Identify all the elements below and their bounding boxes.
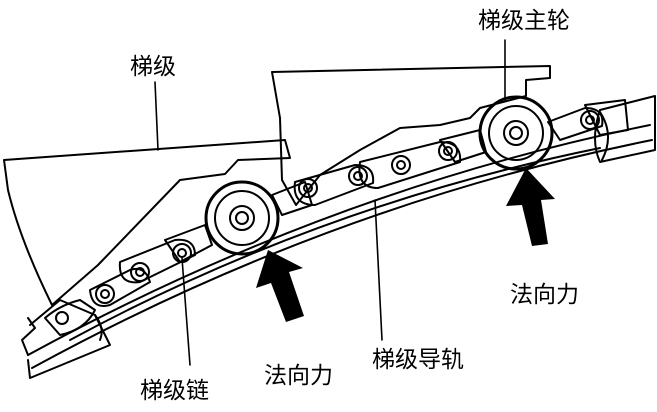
leader-lines xyxy=(154,39,506,366)
leader-guide-rail xyxy=(374,199,383,341)
main-wheel-right xyxy=(478,95,554,171)
label-step-guide-rail: 梯级导轨 xyxy=(372,347,464,373)
leader-step-chain xyxy=(181,257,191,366)
normal-force-arrow-left xyxy=(256,250,304,322)
normal-force-arrow-right xyxy=(506,168,555,246)
step-guide-rail xyxy=(21,124,653,369)
chain-pins xyxy=(55,110,600,325)
label-step-chain: 梯级链 xyxy=(140,378,209,404)
label-normal-force-right: 法向力 xyxy=(510,282,579,308)
leader-step xyxy=(154,81,159,151)
label-step: 梯级 xyxy=(130,54,176,80)
step-right xyxy=(271,65,551,206)
rail-cut-left xyxy=(27,299,111,379)
label-main-wheel: 梯级主轮 xyxy=(478,8,570,34)
label-normal-force-left: 法向力 xyxy=(264,363,333,389)
step-left xyxy=(3,139,291,306)
main-wheel-left xyxy=(204,180,280,256)
